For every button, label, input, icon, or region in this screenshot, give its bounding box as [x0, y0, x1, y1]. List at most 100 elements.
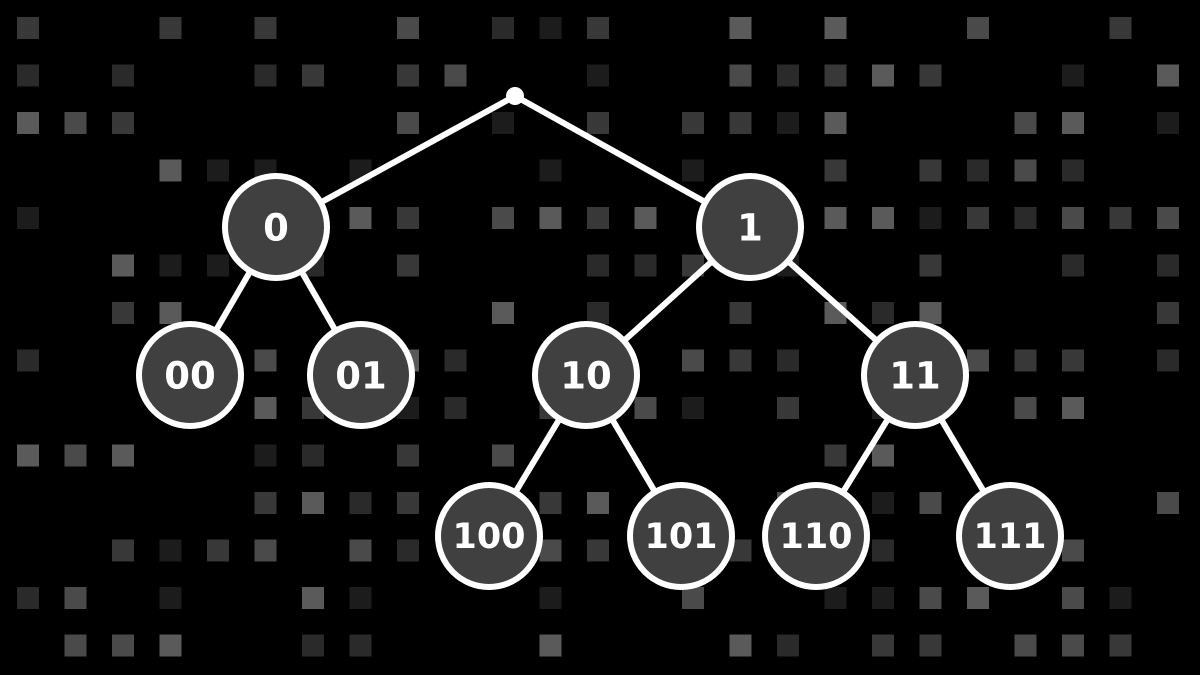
tree-node-circle [696, 173, 804, 281]
background-tile [112, 254, 134, 277]
background-tile [872, 302, 894, 324]
background-tile [492, 302, 514, 324]
background-tile [539, 539, 562, 562]
background-tile [1014, 159, 1037, 182]
tree-node-circle [762, 482, 870, 590]
tree-node-circle [861, 321, 969, 429]
background-tile [397, 64, 419, 87]
tree-node-circle [307, 321, 415, 429]
tree-node-label: 100 [452, 517, 525, 557]
background-tile [539, 492, 562, 514]
background-tile [1157, 112, 1179, 134]
background-tile [1014, 397, 1037, 419]
background-tile [967, 349, 989, 372]
background-tile [729, 112, 752, 134]
background-tile [1157, 349, 1179, 372]
tree-node-01: 01 [307, 321, 415, 429]
background-tile-grid [17, 17, 1179, 657]
background-tile [824, 444, 847, 467]
background-tile [919, 302, 942, 324]
background-tile [254, 349, 277, 372]
background-tile [17, 64, 39, 87]
background-tile [729, 64, 752, 87]
background-tile [17, 349, 39, 372]
tree-node-label: 0 [263, 207, 289, 250]
background-tile [919, 634, 942, 657]
background-tile [349, 634, 372, 657]
background-tile [349, 539, 372, 562]
background-tile [777, 397, 799, 419]
background-tile [492, 17, 514, 39]
background-tile [539, 159, 562, 182]
background-tile [872, 587, 894, 609]
background-tile [634, 207, 657, 229]
background-tile [1014, 112, 1037, 134]
background-tile [539, 207, 562, 229]
background-tile [1157, 492, 1179, 514]
background-tile [1014, 349, 1037, 372]
background-tile [824, 112, 847, 134]
background-tile [397, 254, 419, 277]
background-tile [64, 587, 87, 609]
background-tile [254, 444, 277, 467]
tree-node-circle [532, 321, 640, 429]
background-tile [919, 64, 942, 87]
background-tile [1062, 159, 1084, 182]
background-tile [729, 302, 752, 324]
tree-node-00: 00 [136, 321, 244, 429]
background-tile [587, 64, 609, 87]
background-tile [1062, 587, 1084, 609]
background-tile [1157, 302, 1179, 324]
background-tile [112, 302, 134, 324]
tree-node-label: 01 [335, 355, 387, 398]
background-tile [159, 587, 182, 609]
background-tile [919, 159, 942, 182]
background-tile [872, 64, 894, 87]
background-tile [872, 539, 894, 562]
tree-node-label: 10 [560, 355, 612, 398]
background-tile [729, 634, 752, 657]
background-tile [539, 587, 562, 609]
background-tile [587, 112, 609, 134]
background-tile [824, 64, 847, 87]
tree-node-label: 00 [164, 355, 216, 398]
background-tile [112, 539, 134, 562]
background-tile [967, 207, 989, 229]
background-tile [872, 634, 894, 657]
tree-node-label: 11 [889, 355, 941, 398]
background-tile [112, 64, 134, 87]
background-tile [1109, 207, 1132, 229]
background-tile [397, 207, 419, 229]
background-tile [1157, 254, 1179, 277]
background-tile [682, 159, 704, 182]
background-tile [1062, 64, 1084, 87]
background-tile [1062, 254, 1084, 277]
background-tile [17, 112, 39, 134]
background-tile [1109, 17, 1132, 39]
background-tile [1157, 64, 1179, 87]
background-tile [634, 254, 657, 277]
background-tile [1062, 207, 1084, 229]
background-tile [1062, 634, 1084, 657]
background-tile [872, 207, 894, 229]
background-tile [159, 159, 182, 182]
background-tile [634, 397, 657, 419]
background-tile [919, 492, 942, 514]
tree-node-11: 11 [861, 321, 969, 429]
background-tile [539, 634, 562, 657]
background-tile [1157, 207, 1179, 229]
background-tile [159, 634, 182, 657]
background-tile [444, 397, 467, 419]
tree-node-circle [627, 482, 735, 590]
background-tile [159, 254, 182, 277]
background-tile [112, 112, 134, 134]
tree-node-circle [435, 482, 543, 590]
background-tile [587, 207, 609, 229]
background-tile [302, 492, 324, 514]
background-tile [587, 17, 609, 39]
background-tile [729, 17, 752, 39]
background-tile [17, 207, 39, 229]
background-tile [587, 254, 609, 277]
background-tile [302, 587, 324, 609]
